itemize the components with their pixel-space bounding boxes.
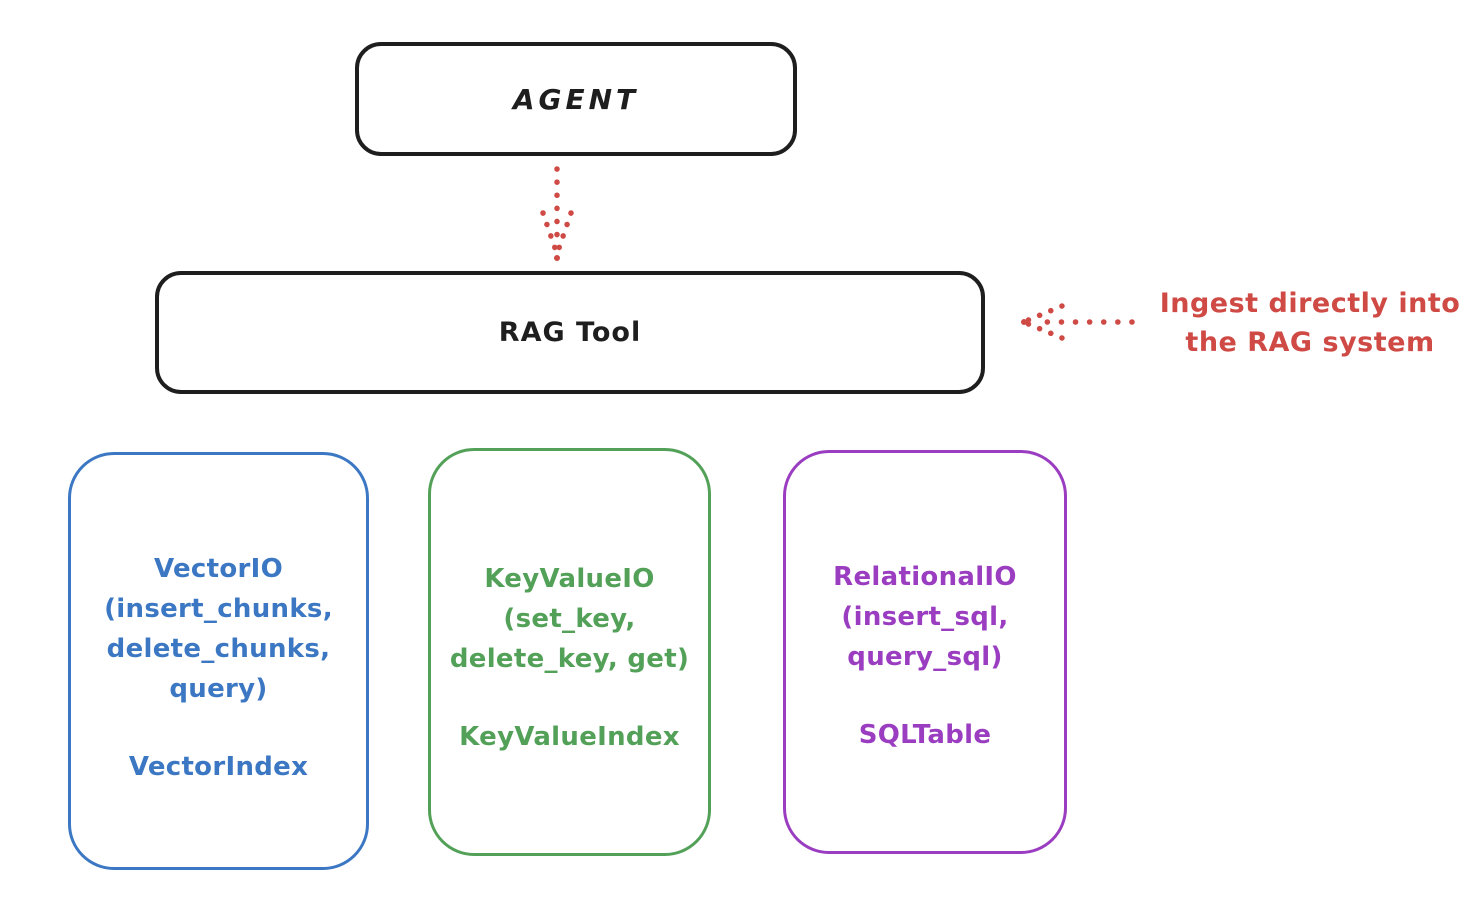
- vector-io-line: (insert_chunks,: [104, 594, 333, 624]
- keyvalue-io-line: (set_key,: [503, 604, 636, 634]
- vector-io-line: delete_chunks,: [106, 634, 331, 664]
- keyvalue-io-line: delete_key, get): [449, 644, 690, 674]
- keyvalue-index-label: KeyValueIndex: [459, 722, 680, 752]
- relational-io-box: RelationalIO (insert_sql, query_sql) SQL…: [783, 450, 1067, 854]
- relational-io-line: (insert_sql,: [841, 602, 1009, 632]
- vector-io-box: VectorIO (insert_chunks, delete_chunks, …: [68, 452, 369, 870]
- relational-io-line: query_sql): [847, 642, 1003, 672]
- rag-tool-box: RAG Tool: [155, 271, 985, 394]
- rag-tool-label: RAG Tool: [498, 317, 642, 348]
- agent-to-rag-dotted-arrow-icon: [535, 163, 579, 267]
- vector-io-line: query): [169, 674, 268, 704]
- keyvalue-io-line: KeyValueIO: [484, 564, 655, 594]
- ingest-annotation-line1: Ingest directly into: [1159, 288, 1461, 319]
- agent-box: AGENT: [355, 42, 797, 156]
- keyvalue-io-box: KeyValueIO (set_key, delete_key, get) Ke…: [428, 448, 711, 856]
- vector-index-label: VectorIndex: [128, 752, 309, 782]
- ingest-annotation: Ingest directly into the RAG system: [1138, 284, 1482, 362]
- agent-label: AGENT: [512, 82, 640, 116]
- ingest-annotation-line2: the RAG system: [1185, 327, 1435, 358]
- sql-table-label: SQLTable: [858, 720, 992, 750]
- annotation-to-rag-dotted-arrow-icon: [1018, 298, 1140, 348]
- vector-io-line: VectorIO: [153, 554, 284, 584]
- relational-io-line: RelationalIO: [833, 562, 1017, 592]
